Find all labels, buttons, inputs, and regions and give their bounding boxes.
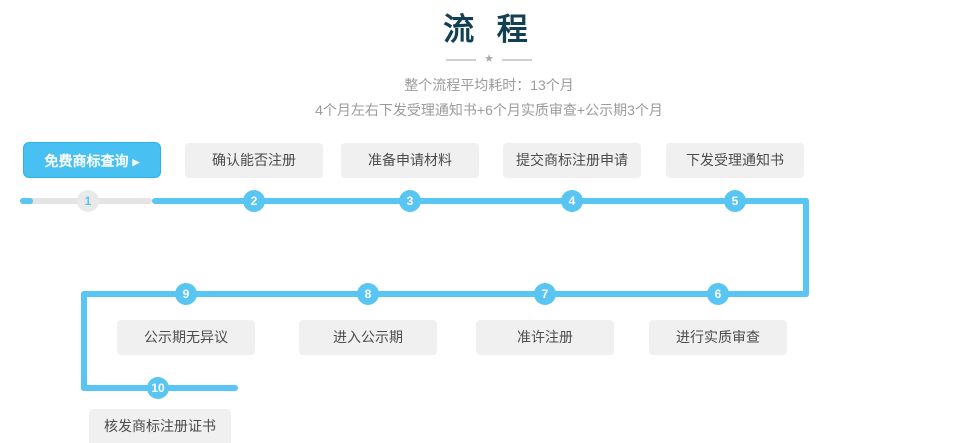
process-breakdown-text: 4个月左右下发受理通知书+6个月实质审查+公示期3个月 (315, 102, 663, 118)
step-circle-4: 4 (561, 190, 583, 212)
step-box-permit-registration: 准许注册 (476, 320, 614, 355)
step-circle-10: 10 (147, 377, 169, 399)
flow-line-left-vertical (81, 291, 87, 391)
free-trademark-search-button[interactable]: 免费商标查询▶ (23, 142, 161, 178)
flow-line-right-vertical (803, 198, 809, 297)
flow-line-start-dash (20, 198, 33, 204)
divider-line-right (501, 58, 532, 61)
step-circle-2: 2 (243, 190, 265, 212)
arrow-right-icon: ▶ (132, 157, 140, 167)
title-divider: ★ (0, 54, 978, 65)
step-circle-7: 7 (534, 283, 556, 305)
process-duration-text: 整个流程平均耗时：13个月 (404, 77, 574, 93)
step-box-substantive-examination: 进行实质审查 (649, 320, 787, 355)
step-circle-1: 1 (77, 190, 99, 212)
star-icon: ★ (484, 53, 494, 65)
step-box-submit-application: 提交商标注册申请 (503, 143, 641, 178)
step-box-issue-certificate: 核发商标注册证书 (89, 409, 231, 443)
step-circle-8: 8 (357, 283, 379, 305)
step-circle-6: 6 (707, 283, 729, 305)
divider-line-left (446, 58, 477, 61)
flow-line-row2 (81, 291, 809, 297)
flow-line-row1 (152, 198, 809, 204)
cta-label: 免费商标查询 (44, 153, 129, 169)
step-box-acceptance-notice: 下发受理通知书 (666, 143, 804, 178)
step-box-enter-publication: 进入公示期 (299, 320, 437, 355)
page-title: 流 程 (443, 12, 535, 47)
step-circle-9: 9 (175, 283, 197, 305)
step-circle-3: 3 (399, 190, 421, 212)
step-box-no-objection: 公示期无异议 (117, 320, 255, 355)
process-header: 流 程 ★ 整个流程平均耗时：13个月 4个月左右下发受理通知书+6个月实质审查… (0, 0, 978, 123)
step-box-confirm-registrable: 确认能否注册 (185, 143, 323, 178)
step-box-prepare-materials: 准备申请材料 (341, 143, 479, 178)
step-circle-5: 5 (724, 190, 746, 212)
